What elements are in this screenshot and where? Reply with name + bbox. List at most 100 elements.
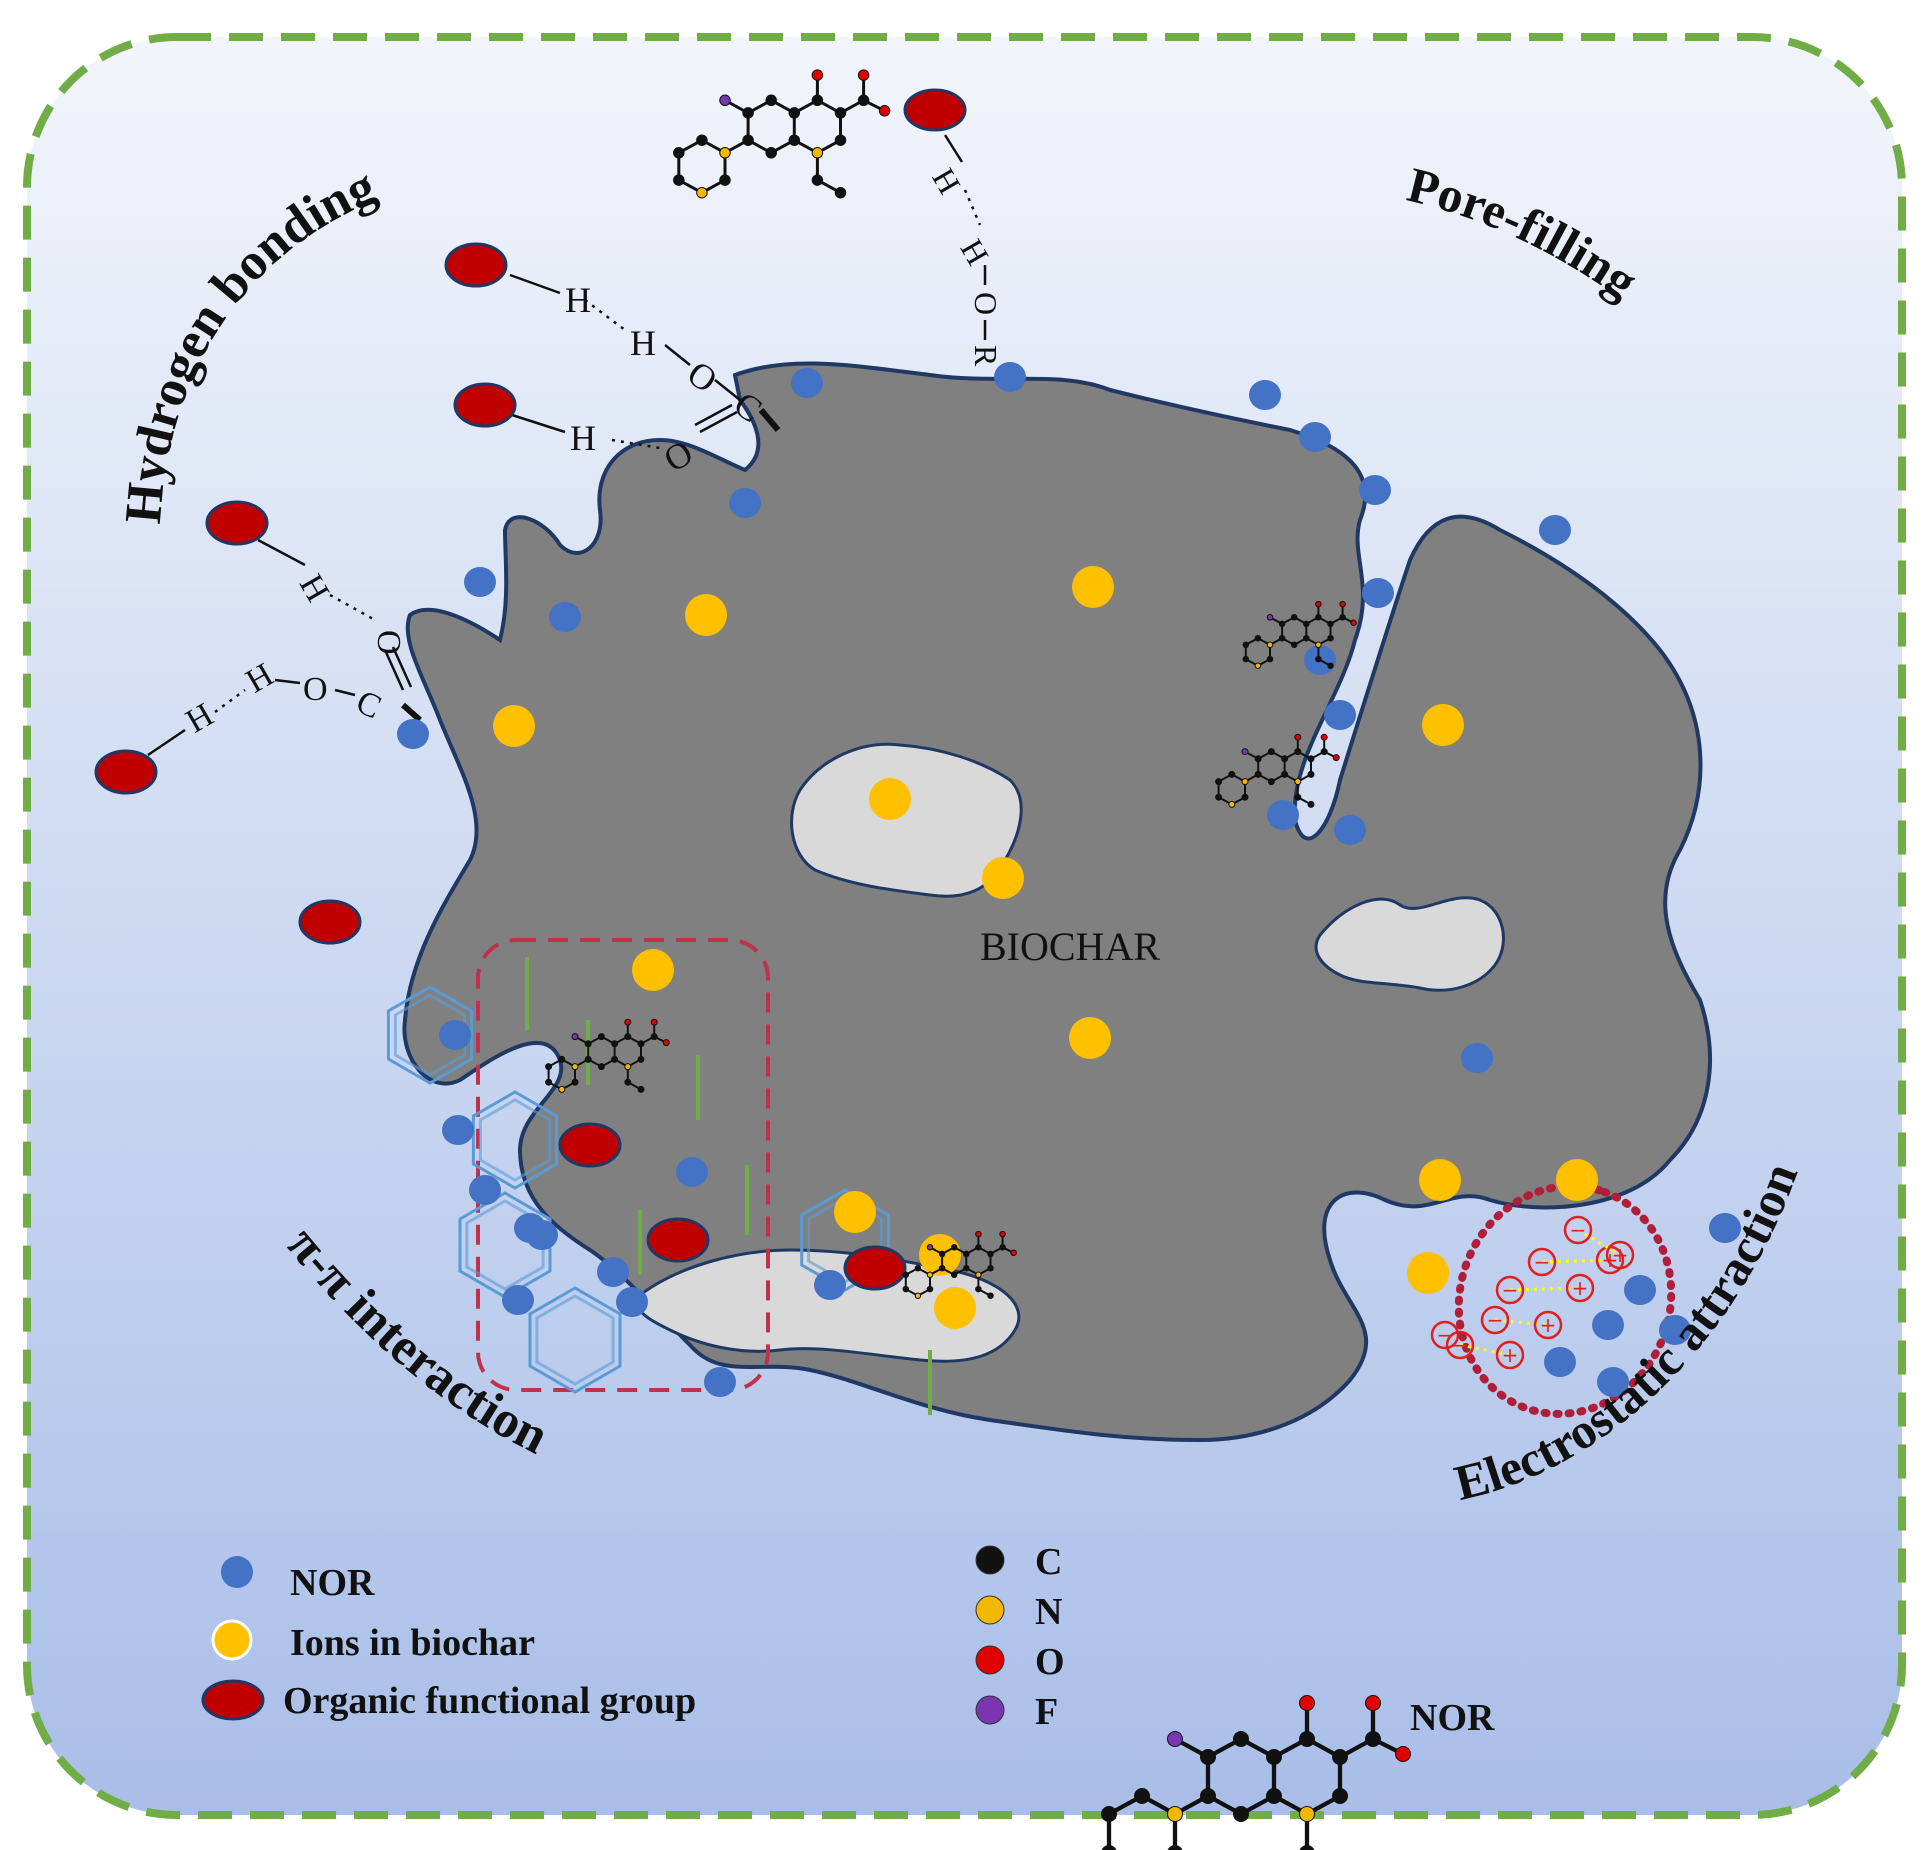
atom-n xyxy=(1266,641,1274,649)
atom-n xyxy=(1315,641,1322,649)
atom-c xyxy=(696,134,708,146)
atom-c xyxy=(673,174,685,186)
charge-symbol: − xyxy=(1487,1308,1504,1332)
electrostatic-link xyxy=(1494,1318,1549,1327)
legend-organic-group xyxy=(201,1679,265,1721)
atom-c xyxy=(624,1078,632,1086)
biochar-label: BIOCHAR xyxy=(980,924,1160,969)
atom-c xyxy=(584,1040,592,1048)
atom-n xyxy=(1167,1806,1183,1822)
atom-c xyxy=(914,1264,922,1272)
atom-legend-dot xyxy=(975,1695,1005,1725)
negative-charge xyxy=(1430,1320,1460,1350)
atom-c xyxy=(788,107,801,119)
atom-legend-symbol: C xyxy=(1035,1541,1062,1583)
atom-c xyxy=(558,1055,566,1063)
atom-c xyxy=(1267,748,1275,756)
atom-n xyxy=(811,147,824,159)
nor-structure-label: NOR xyxy=(1410,1697,1495,1739)
atom-c xyxy=(902,1271,910,1279)
nor-particle xyxy=(791,368,823,398)
atom-c xyxy=(1327,634,1334,642)
biochar-ion xyxy=(493,705,535,747)
atom-c xyxy=(1101,1806,1117,1822)
atom-o xyxy=(1294,733,1302,741)
nor-particle xyxy=(704,1367,736,1397)
atom-f xyxy=(719,94,731,107)
atom-o xyxy=(811,69,824,81)
positive-charge xyxy=(1495,1340,1525,1370)
atom-c xyxy=(1332,1788,1348,1804)
nor-particle xyxy=(616,1287,648,1317)
atom-c xyxy=(1228,770,1236,778)
atom-c xyxy=(938,1250,946,1258)
atom-c xyxy=(719,174,731,186)
charge-symbol: + xyxy=(1502,1343,1519,1367)
atom-c xyxy=(1303,620,1310,628)
atom-n xyxy=(719,147,731,159)
atom-c xyxy=(999,1244,1006,1251)
nor-particle xyxy=(1592,1310,1624,1340)
atom-c xyxy=(597,1033,605,1041)
atom-c xyxy=(1215,793,1223,801)
atom-c xyxy=(857,94,870,107)
organic-functional-group xyxy=(94,749,158,795)
nor-particle xyxy=(469,1175,501,1205)
atom-c xyxy=(597,1063,605,1071)
atom-c xyxy=(963,1250,970,1258)
atom-c xyxy=(834,186,847,199)
atom-c xyxy=(1266,655,1274,663)
nor-particle xyxy=(549,602,581,632)
atom-c xyxy=(1327,620,1334,628)
atom-c xyxy=(765,147,777,159)
legend-ions-label: Ions in biochar xyxy=(290,1622,535,1664)
legend-organic-label: Organic functional group xyxy=(283,1680,696,1722)
atom-n xyxy=(1241,778,1249,786)
nor-molecule xyxy=(545,1018,670,1093)
nor-particle xyxy=(1539,515,1571,545)
negative-charge xyxy=(1495,1275,1525,1305)
atom-o xyxy=(624,1018,632,1026)
atom-o xyxy=(1339,600,1346,608)
nor-particle xyxy=(1267,800,1299,830)
atom-c xyxy=(637,1085,645,1093)
atom-c xyxy=(1266,1749,1282,1765)
charge-symbol: − xyxy=(1534,1250,1551,1274)
biochar-ion xyxy=(1556,1159,1598,1201)
atom-c xyxy=(950,1244,958,1251)
atom-o-label: O xyxy=(968,292,1004,315)
nor-particle xyxy=(1624,1275,1656,1305)
biochar-ion xyxy=(1069,1017,1111,1059)
atom-h-label: H xyxy=(630,323,656,363)
benzene-ring xyxy=(528,1286,622,1394)
nor-molecule xyxy=(1101,1695,1411,1850)
nor-molecule xyxy=(902,1230,1017,1299)
atom-c xyxy=(975,1285,982,1293)
nor-particle xyxy=(1362,578,1394,608)
atom-o xyxy=(975,1230,982,1238)
atom-c xyxy=(926,1285,934,1293)
atom-legend-dot xyxy=(975,1595,1005,1625)
charge-symbol: − xyxy=(1570,1218,1587,1242)
atom-o xyxy=(1010,1249,1017,1257)
atom-c xyxy=(834,107,847,119)
charge-symbol: − xyxy=(1437,1323,1454,1347)
nor-particle xyxy=(1249,380,1281,410)
atom-n xyxy=(571,1063,579,1071)
nor-molecule xyxy=(1242,600,1357,669)
atom-c xyxy=(650,1033,658,1041)
nor-particle xyxy=(464,567,496,597)
atom-n xyxy=(558,1085,566,1093)
atom-c xyxy=(975,1244,982,1251)
atom-c xyxy=(1365,1731,1381,1747)
atom-o xyxy=(1320,733,1328,741)
pore-right xyxy=(1314,896,1505,992)
atom-legend-dot xyxy=(975,1545,1005,1575)
atom-c xyxy=(1233,1806,1249,1822)
atom-c xyxy=(765,94,777,107)
atom-o xyxy=(1350,619,1357,627)
atom-n xyxy=(975,1271,982,1279)
charge-symbol: + xyxy=(1572,1276,1589,1300)
atom-n xyxy=(926,1271,934,1279)
